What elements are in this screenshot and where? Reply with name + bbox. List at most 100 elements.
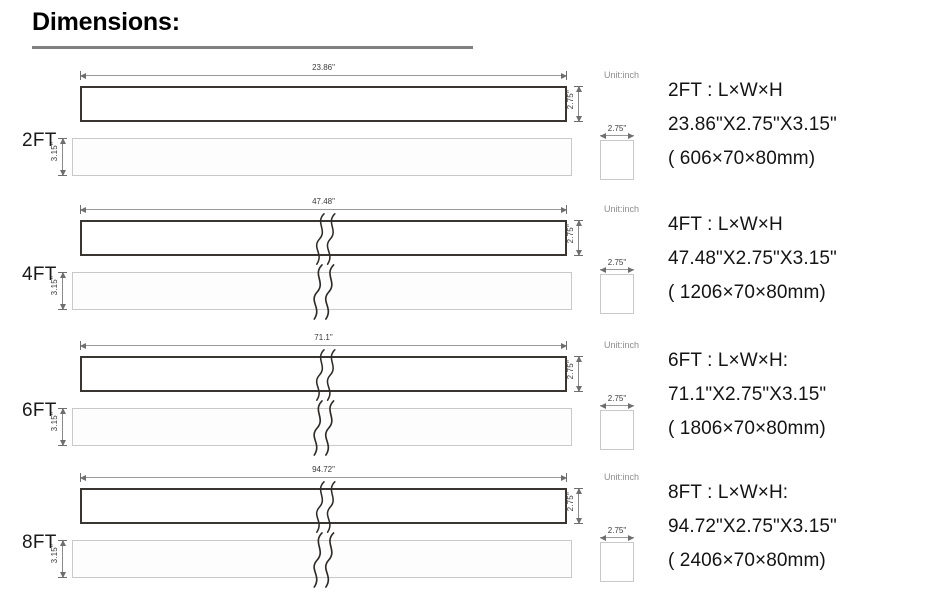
- front-view-bar: [80, 86, 567, 122]
- spec-line-3: ( 2406×70×80mm): [668, 550, 826, 571]
- front-view-bar: [80, 488, 567, 524]
- dimension-arrow-right-icon: [561, 474, 567, 481]
- length-dimension-label: 47.48": [312, 197, 335, 206]
- end-width-dimension-line: [600, 534, 634, 541]
- spec-line-3: ( 1806×70×80mm): [668, 418, 826, 439]
- dimension-arrow-down-icon: [575, 116, 582, 122]
- size-label: 4FT: [22, 264, 57, 285]
- dimension-arrow-left-icon: [80, 342, 86, 349]
- end-view-square: [600, 140, 634, 180]
- dimension-arrow-right-icon: [628, 132, 634, 139]
- dimension-arrow-left-icon: [600, 132, 606, 139]
- length-dimension-line: [80, 205, 567, 214]
- height-dimension-label: 3.15": [50, 412, 59, 432]
- dimension-arrow-left-icon: [600, 534, 606, 541]
- unit-label: Unit:inch: [604, 204, 640, 214]
- spec-text-block: 6FT : L×W×H: 71.1"X2.75"X3.15" ( 1806×70×8…: [668, 344, 826, 446]
- spec-line-2: 71.1"X2.75"X3.15": [668, 384, 827, 405]
- unit-label: Unit:inch: [604, 340, 640, 350]
- top-view-bar: [72, 540, 572, 578]
- dimension-arrow-left-icon: [80, 72, 86, 79]
- dimension-arrow-left-icon: [600, 402, 606, 409]
- spec-line-2: 47.48"X2.75"X3.15": [668, 248, 837, 269]
- dimension-arrow-left-icon: [80, 206, 86, 213]
- end-width-dimension-label: 2.75": [607, 258, 627, 267]
- end-view-square: [600, 274, 634, 314]
- spec-line-1: 8FT : L×W×H:: [668, 482, 789, 503]
- end-view-square: [600, 410, 634, 450]
- spec-line-3: ( 606×70×80mm): [668, 148, 816, 169]
- dimension-arrow-down-icon: [575, 250, 582, 256]
- height-dimension-line: [58, 408, 67, 446]
- front-view-bar: [80, 356, 567, 392]
- dimension-arrow-right-icon: [628, 266, 634, 273]
- size-label: 6FT: [22, 400, 57, 421]
- dimension-arrow-down-icon: [59, 440, 66, 446]
- length-dimension-line: [80, 71, 567, 80]
- top-view-bar: [72, 408, 572, 446]
- width-dimension-label: 2.75": [566, 90, 575, 110]
- dimension-arrow-right-icon: [561, 72, 567, 79]
- width-dimension-line: [574, 220, 583, 256]
- width-dimension-label: 2.75": [566, 224, 575, 244]
- width-dimension-line: [574, 488, 583, 524]
- dimension-arrow-down-icon: [59, 170, 66, 176]
- dimension-arrow-down-icon: [575, 518, 582, 524]
- dimension-arrow-up-icon: [575, 220, 582, 226]
- dimension-arrow-right-icon: [628, 402, 634, 409]
- dimension-arrow-down-icon: [59, 304, 66, 310]
- dimension-arrow-up-icon: [575, 86, 582, 92]
- length-dimension-label: 23.86": [312, 63, 335, 72]
- end-width-dimension-line: [600, 402, 634, 409]
- dimension-arrow-down-icon: [59, 572, 66, 578]
- spec-line-1: 2FT : L×W×H: [668, 80, 783, 101]
- dimension-arrow-up-icon: [59, 138, 66, 144]
- unit-label: Unit:inch: [604, 472, 640, 482]
- height-dimension-line: [58, 272, 67, 310]
- end-width-dimension-line: [600, 266, 634, 273]
- end-width-dimension-label: 2.75": [607, 394, 627, 403]
- front-view-bar: [80, 220, 567, 256]
- height-dimension-line: [58, 540, 67, 578]
- size-label: 2FT: [22, 130, 57, 151]
- height-dimension-line: [58, 138, 67, 176]
- dimension-arrow-left-icon: [600, 266, 606, 273]
- top-view-bar: [72, 272, 572, 310]
- end-width-dimension-line: [600, 132, 634, 139]
- end-width-dimension-label: 2.75": [607, 526, 627, 535]
- end-width-dimension-label: 2.75": [607, 124, 627, 133]
- length-dimension-label: 94.72": [312, 465, 335, 474]
- dimension-arrow-right-icon: [561, 206, 567, 213]
- dimension-arrow-up-icon: [59, 408, 66, 414]
- width-dimension-line: [574, 86, 583, 122]
- dimension-arrow-up-icon: [59, 272, 66, 278]
- dimension-arrow-up-icon: [59, 540, 66, 546]
- dimension-arrow-right-icon: [628, 534, 634, 541]
- width-dimension-line: [574, 356, 583, 392]
- title-divider: [32, 46, 473, 49]
- page-title: Dimensions:: [32, 8, 180, 36]
- spec-line-1: 4FT : L×W×H: [668, 214, 783, 235]
- dimension-arrow-up-icon: [575, 356, 582, 362]
- spec-line-1: 6FT : L×W×H:: [668, 350, 789, 371]
- width-dimension-label: 2.75": [566, 492, 575, 512]
- length-dimension-label: 71.1": [314, 333, 333, 342]
- top-view-bar: [72, 138, 572, 176]
- dimension-arrow-left-icon: [80, 474, 86, 481]
- size-label: 8FT: [22, 532, 57, 553]
- dimension-arrow-down-icon: [575, 386, 582, 392]
- height-dimension-label: 3.15": [50, 142, 59, 162]
- spec-line-3: ( 1206×70×80mm): [668, 282, 826, 303]
- spec-text-block: 8FT : L×W×H:94.72"X2.75"X3.15"( 2406×70×…: [668, 476, 837, 578]
- width-dimension-label: 2.75": [566, 360, 575, 380]
- unit-label: Unit:inch: [604, 70, 640, 80]
- end-view-square: [600, 542, 634, 582]
- height-dimension-label: 3.15": [50, 544, 59, 564]
- length-dimension-line: [80, 473, 567, 482]
- dimension-arrow-up-icon: [575, 488, 582, 494]
- spec-text-block: 4FT : L×W×H 47.48"X2.75"X3.15" ( 1206×70×8…: [668, 208, 837, 310]
- height-dimension-label: 3.15": [50, 276, 59, 296]
- dimension-arrow-right-icon: [561, 342, 567, 349]
